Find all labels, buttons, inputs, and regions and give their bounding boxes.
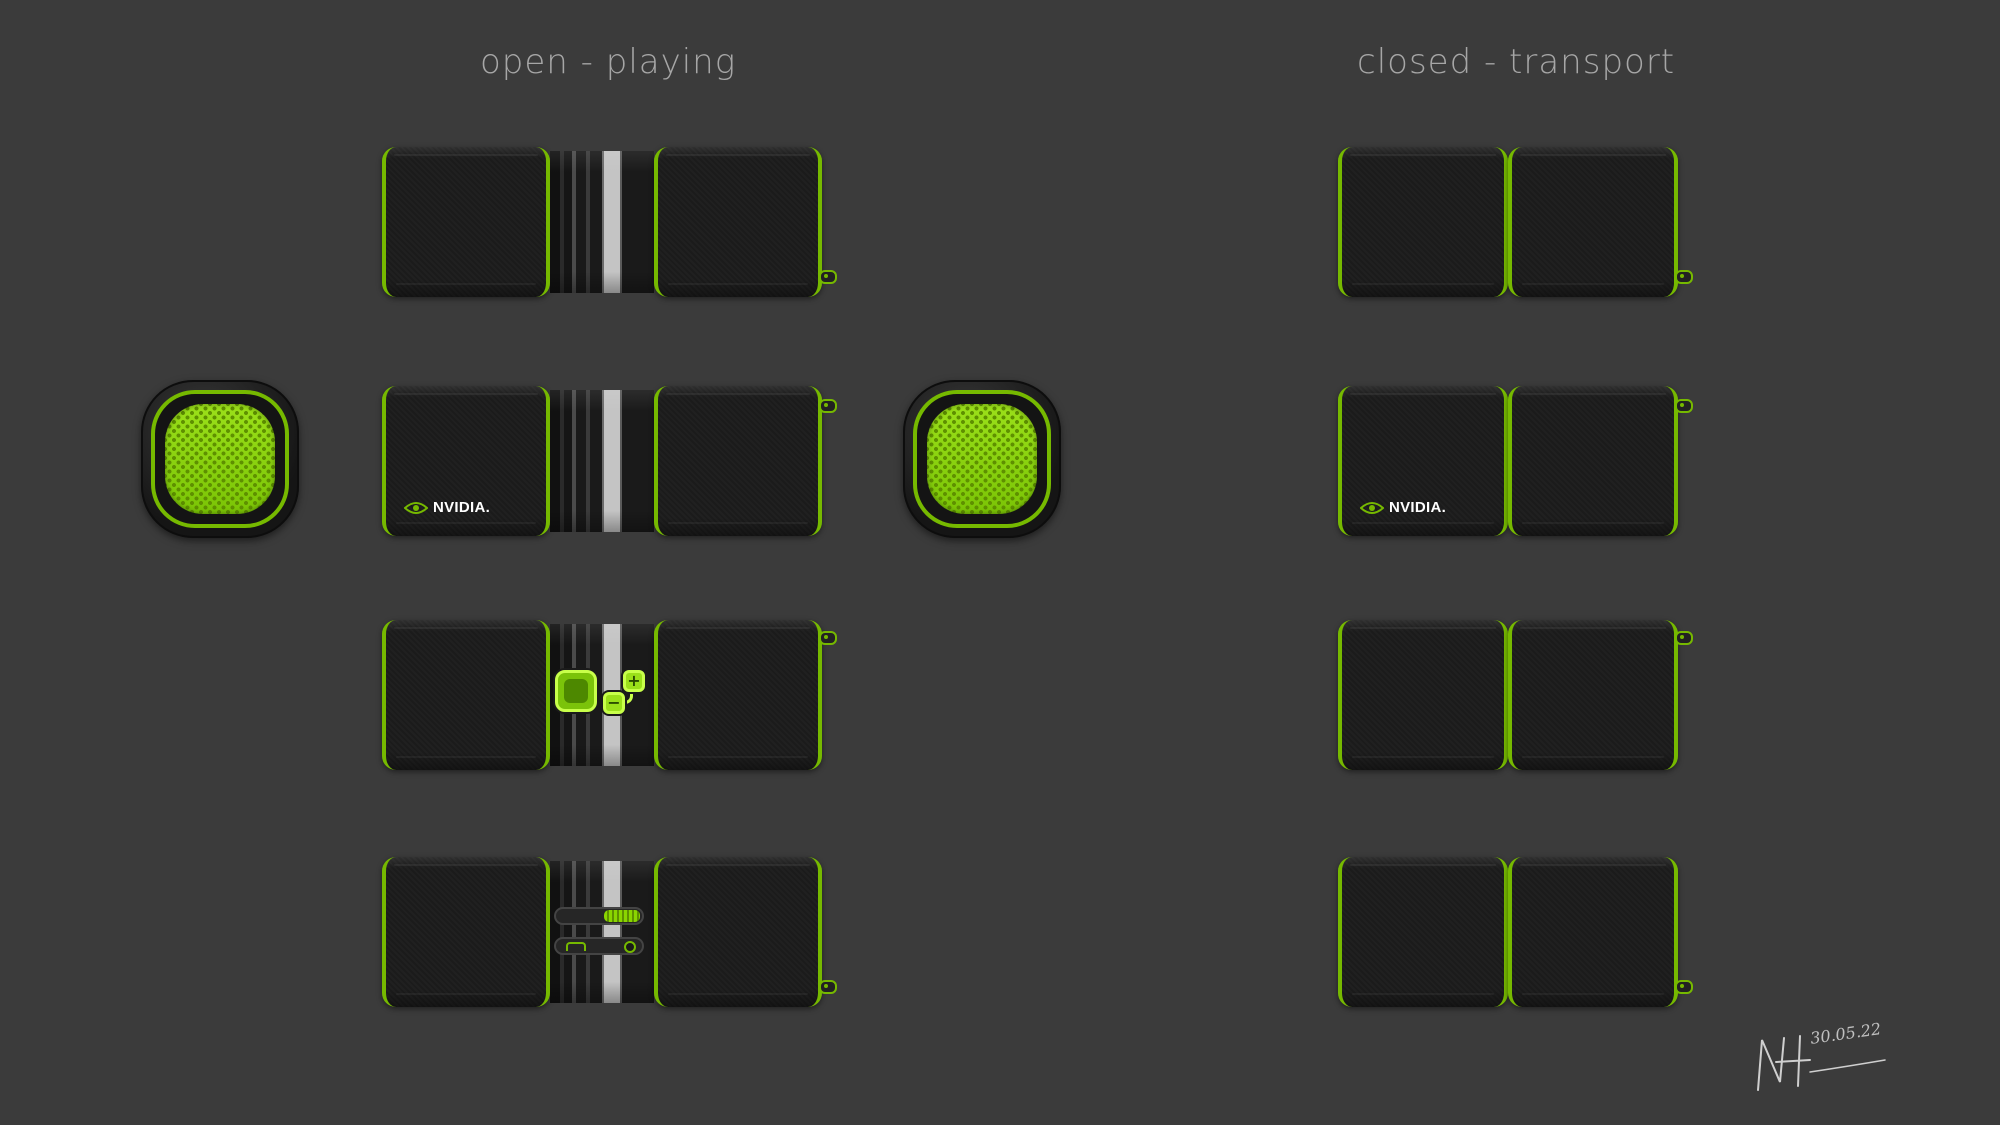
speaker-closed-front: NVIDIA. <box>1338 386 1693 536</box>
usb-port-icon <box>566 942 586 951</box>
designer-signature <box>1757 1035 1886 1091</box>
port-panel <box>554 937 644 955</box>
speaker-grille <box>927 404 1037 514</box>
play-pause-button[interactable] <box>555 670 597 712</box>
speaker-open-ports <box>382 857 837 1007</box>
slider-thumb[interactable] <box>604 910 640 922</box>
speaker-core <box>550 624 654 766</box>
speaker-left-half <box>1338 857 1508 1007</box>
strap-clip[interactable] <box>1675 270 1693 284</box>
speaker-core <box>550 861 654 1003</box>
speaker-left-half <box>382 147 550 297</box>
speaker-left-half: NVIDIA. <box>1338 386 1508 536</box>
speaker-open-front: NVIDIA. <box>382 386 837 536</box>
strap-clip[interactable] <box>819 631 837 645</box>
speaker-closed-ports <box>1338 857 1693 1007</box>
speaker-right-half <box>1508 147 1678 297</box>
speaker-right-half <box>1508 857 1678 1007</box>
strap-clip[interactable] <box>1675 980 1693 994</box>
speaker-left-half <box>1338 147 1508 297</box>
nvidia-eye-icon <box>1360 501 1384 514</box>
speaker-right-half <box>654 386 822 536</box>
speaker-left-half <box>382 620 550 770</box>
title-closed-transport: closed - transport <box>1357 42 1676 82</box>
logo-text: NVIDIA. <box>1389 499 1447 516</box>
strap-clip[interactable] <box>819 270 837 284</box>
logo-text: NVIDIA. <box>433 499 491 516</box>
speaker-right-half <box>654 147 822 297</box>
speaker-left-half: NVIDIA. <box>382 386 550 536</box>
speaker-right-half <box>1508 386 1678 536</box>
power-slider[interactable] <box>554 907 644 925</box>
strap-clip[interactable] <box>1675 399 1693 413</box>
nvidia-eye-icon <box>404 501 428 514</box>
speaker-closed-controls <box>1338 620 1693 770</box>
strap-clip[interactable] <box>819 399 837 413</box>
speaker-grille <box>165 404 275 514</box>
volume-down-button[interactable]: − <box>603 692 625 714</box>
volume-up-button[interactable]: + <box>623 670 645 692</box>
side-view-right <box>903 380 1061 538</box>
strap-clip[interactable] <box>819 980 837 994</box>
speaker-right-half <box>654 620 822 770</box>
speaker-open-top <box>382 147 837 297</box>
speaker-right-half <box>1508 620 1678 770</box>
speaker-right-half <box>654 857 822 1007</box>
title-open-playing: open - playing <box>480 42 737 82</box>
speaker-core <box>550 390 654 532</box>
strap-clip[interactable] <box>1675 631 1693 645</box>
speaker-left-half <box>382 857 550 1007</box>
speaker-core <box>550 151 654 293</box>
power-led-icon <box>624 941 636 953</box>
side-ring <box>151 390 289 528</box>
side-ring <box>913 390 1051 528</box>
side-view-left <box>141 380 299 538</box>
speaker-left-half <box>1338 620 1508 770</box>
speaker-closed-top <box>1338 147 1693 297</box>
nvidia-logo: NVIDIA. <box>404 499 490 516</box>
speaker-open-controls: + − <box>382 620 837 770</box>
nvidia-logo: NVIDIA. <box>1360 499 1446 516</box>
